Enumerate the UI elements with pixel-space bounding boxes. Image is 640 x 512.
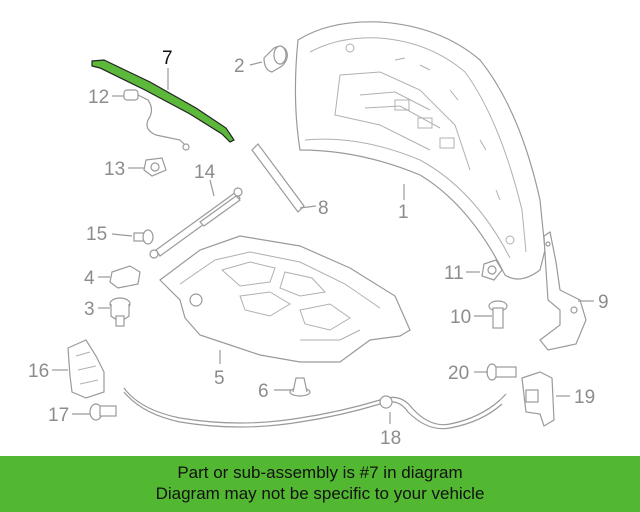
parts-diagram: 7 2 12 13 14 8 1 15 4 3 11 10 9 16 5 6 2…	[28, 21, 609, 449]
callout-4[interactable]: 4	[84, 268, 95, 289]
latch-part-16[interactable]	[67, 339, 105, 399]
callout-5[interactable]: 5	[214, 368, 225, 389]
handle-part-19[interactable]	[521, 371, 555, 427]
info-banner: Part or sub-assembly is #7 in diagram Di…	[0, 456, 640, 512]
leader-lines	[52, 61, 594, 424]
lift-support-part-14[interactable]	[149, 187, 243, 259]
bumper-part-6[interactable]	[289, 377, 311, 397]
callout-7[interactable]: 7	[162, 48, 173, 69]
callout-11[interactable]: 11	[444, 263, 464, 284]
bolt-part-10[interactable]	[488, 300, 508, 329]
callout-14[interactable]: 14	[194, 162, 216, 183]
cable-part-18[interactable]	[123, 387, 507, 430]
callout-13[interactable]: 13	[104, 159, 125, 180]
callout-10[interactable]: 10	[450, 307, 471, 328]
stop-part-3[interactable]	[109, 297, 131, 327]
nut-part-13[interactable]	[143, 157, 167, 177]
bolt-part-17[interactable]	[89, 403, 117, 421]
nut-part-11[interactable]	[481, 259, 503, 281]
hood-panel[interactable]	[294, 21, 546, 280]
hinge-part-9[interactable]	[539, 231, 587, 351]
callout-6[interactable]: 6	[258, 381, 269, 402]
seal-part-8[interactable]	[251, 143, 305, 213]
callout-1[interactable]: 1	[398, 202, 409, 223]
callout-3[interactable]: 3	[84, 299, 95, 320]
callout-2[interactable]: 2	[234, 56, 245, 77]
bolt-part-20[interactable]	[486, 363, 517, 381]
weatherstrip-part-7[interactable]	[91, 59, 235, 143]
callout-12[interactable]: 12	[88, 87, 109, 108]
bumper-part-2[interactable]	[263, 45, 288, 73]
callout-9[interactable]: 9	[598, 292, 609, 313]
clip-part-12[interactable]	[123, 89, 190, 151]
pad-part-4[interactable]	[109, 265, 141, 289]
banner-line-disclaimer: Diagram may not be specific to your vehi…	[155, 484, 485, 503]
callout-18[interactable]: 18	[380, 428, 401, 449]
callout-15[interactable]: 15	[86, 224, 107, 245]
callout-17[interactable]: 17	[48, 405, 69, 426]
callout-16[interactable]: 16	[28, 361, 49, 382]
banner-line-part-info: Part or sub-assembly is #7 in diagram	[177, 463, 463, 482]
callout-8[interactable]: 8	[318, 198, 329, 219]
callout-19[interactable]: 19	[574, 387, 595, 408]
insulator-part-5[interactable]	[159, 235, 411, 363]
bolt-part-15[interactable]	[133, 229, 154, 245]
callout-20[interactable]: 20	[448, 363, 469, 384]
